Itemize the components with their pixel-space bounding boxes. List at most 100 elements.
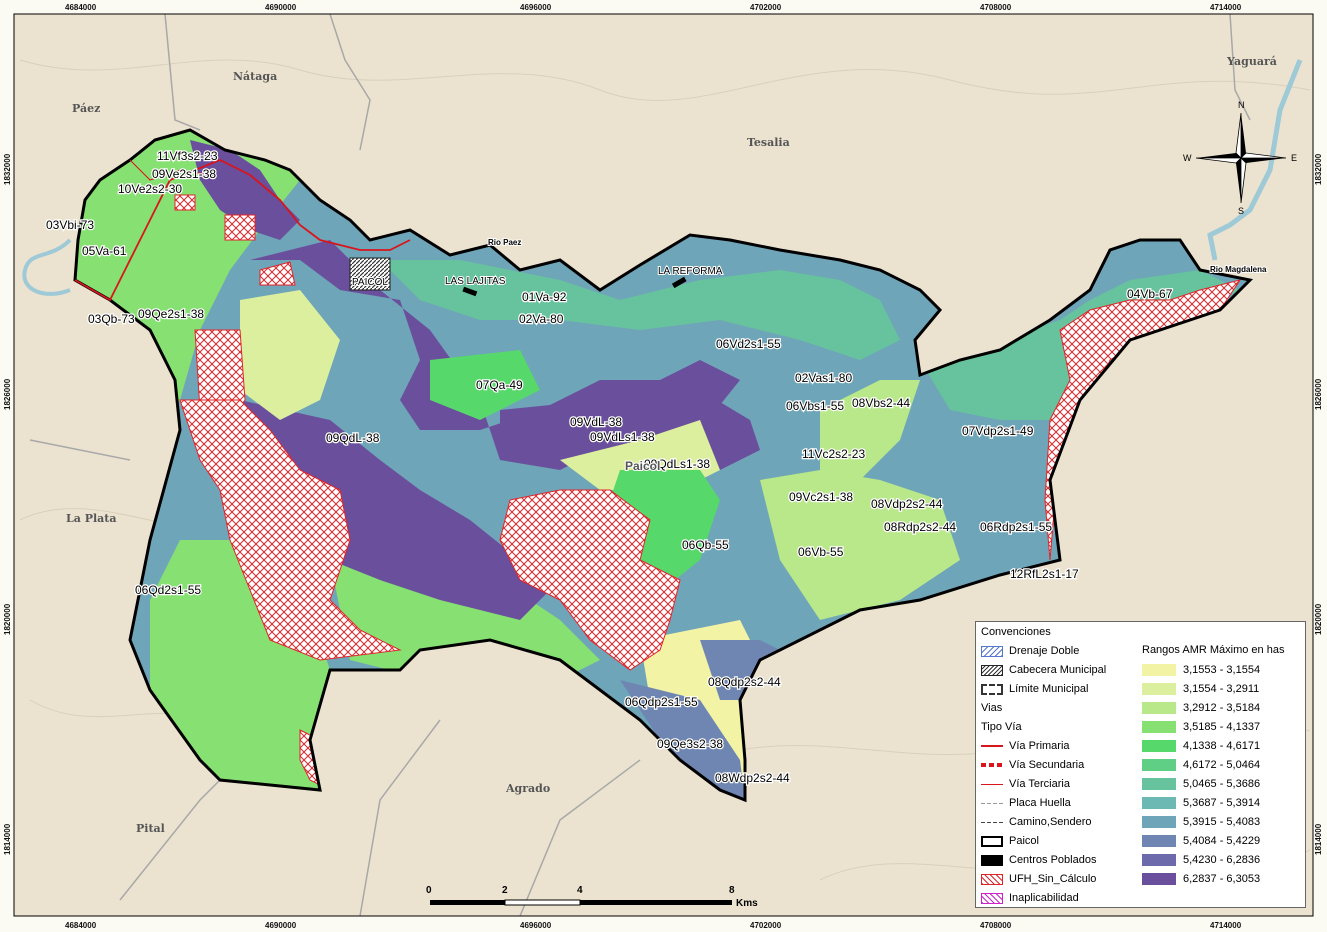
ufh-label: 02Va-80 bbox=[519, 312, 564, 326]
legend-range-swatch bbox=[1142, 721, 1176, 733]
coord-bottom-4: 4708000 bbox=[980, 921, 1012, 930]
zone-lightgreen-west bbox=[240, 290, 340, 420]
legend-swatch-via-secundaria bbox=[981, 763, 1003, 767]
legend-item-paicol: Paicol bbox=[981, 834, 1039, 848]
coord-right-1: 1826000 bbox=[1314, 378, 1323, 410]
primary-road bbox=[74, 159, 411, 302]
legend-item-via-terciaria: Vía Terciaria bbox=[981, 777, 1070, 791]
coord-bottom-0: 4684000 bbox=[65, 921, 97, 930]
zone-blue-south-2 bbox=[620, 680, 745, 800]
compass-n: N bbox=[1238, 100, 1245, 110]
ufh-label: 09Ve2s1-38 bbox=[152, 167, 216, 181]
ufh-label: 07Vdp2s1-49 bbox=[962, 424, 1034, 438]
coord-right-0: 1832000 bbox=[1314, 153, 1323, 185]
coord-bottom-2: 4696000 bbox=[520, 921, 552, 930]
scale-unit: Kms bbox=[736, 898, 758, 909]
legend-panel: Convenciones Drenaje Doble Cabecera Muni… bbox=[975, 621, 1306, 908]
ufh-no-calc-2 bbox=[179, 399, 402, 661]
legend-label-via-secundaria: Vía Secundaria bbox=[1009, 759, 1085, 771]
legend-item-tipo-via: Tipo Vía bbox=[981, 720, 1022, 734]
legend-swatch-drenaje bbox=[981, 645, 1003, 657]
legend-swatch-paicol bbox=[981, 835, 1003, 847]
zone-bright-green bbox=[430, 350, 540, 420]
legend-range-swatch bbox=[1142, 702, 1176, 714]
coord-top-5: 4714000 bbox=[1210, 3, 1242, 12]
place-label-las-lajitas: LAS LAJITAS bbox=[445, 276, 506, 287]
neighbor-1: Páez bbox=[72, 102, 100, 115]
coord-top-2: 4696000 bbox=[520, 3, 552, 12]
legend-title: Convenciones bbox=[981, 626, 1051, 638]
place-label-paicol: PAICOL bbox=[352, 277, 388, 288]
legend-swatch-via-primaria bbox=[981, 745, 1003, 747]
legend-range-item: 3,5185 - 4,1337 bbox=[1142, 720, 1260, 734]
compass-west-needle bbox=[1196, 153, 1241, 158]
legend-item-via-primaria: Vía Primaria bbox=[981, 739, 1070, 753]
compass-north-needle bbox=[1241, 113, 1246, 158]
legend-swatch-ufh-sin-calculo bbox=[981, 873, 1003, 885]
scale-tick-0: 0 bbox=[426, 885, 432, 896]
legend-label-paicol: Paicol bbox=[1009, 835, 1039, 847]
legend-range-label: 6,2837 - 6,3053 bbox=[1183, 873, 1261, 885]
legend-swatch-limite bbox=[981, 683, 1003, 695]
ufh-label: 11Vf3s2-23 bbox=[157, 149, 218, 163]
legend-range-label: 3,1553 - 3,1554 bbox=[1183, 664, 1261, 676]
scale-tick-2: 2 bbox=[502, 885, 508, 896]
zone-purple-northwest bbox=[190, 140, 300, 240]
ufh-label: 03Vbi-73 bbox=[46, 218, 94, 232]
ufh-no-calc-7 bbox=[259, 261, 296, 286]
ufh-label: 06Vbs1-55 bbox=[786, 399, 844, 413]
legend-range-swatch bbox=[1142, 854, 1176, 866]
scale-tick-4: 4 bbox=[577, 885, 583, 896]
ufh-label: 03Qb-73 bbox=[88, 312, 135, 326]
ufh-label: 09Vc2s1-38 bbox=[789, 490, 853, 504]
ufh-no-calc-6 bbox=[224, 214, 256, 241]
compass-west-needle-light bbox=[1195, 157, 1242, 164]
map-frame-border bbox=[13, 13, 1314, 917]
legend-label-centros-poblados: Centros Poblados bbox=[1009, 854, 1097, 866]
legend-range-item: 5,3687 - 5,3914 bbox=[1142, 796, 1260, 810]
ufh-label: 09QdLs1-38 bbox=[644, 457, 710, 471]
neighbor-2: Tesalia bbox=[747, 136, 790, 149]
ufh-label: 09VdL-38 bbox=[570, 415, 622, 429]
paicol-boundary bbox=[73, 128, 1254, 803]
legend-label-via-terciaria: Vía Terciaria bbox=[1009, 778, 1070, 790]
legend-label-camino: Camino,Sendero bbox=[1009, 816, 1092, 828]
ufh-label: 06Vb-55 bbox=[798, 545, 844, 559]
ufh-label: 06Rdp2s1-55 bbox=[980, 520, 1052, 534]
ufh-label: 02Vas1-80 bbox=[795, 371, 852, 385]
scale-seg-3 bbox=[580, 900, 732, 905]
legend-item-drenaje: Drenaje Doble bbox=[981, 644, 1079, 658]
coord-bottom-5: 4714000 bbox=[1210, 921, 1242, 930]
ufh-label: 09Qe3s2-38 bbox=[657, 737, 723, 751]
neighbor-3: Yaguará bbox=[1226, 55, 1277, 68]
legend-label-ufh-sin-calculo: UFH_Sin_Cálculo bbox=[1009, 873, 1097, 885]
legend-item-placa-huella: Placa Huella bbox=[981, 796, 1071, 810]
legend-label-drenaje: Drenaje Doble bbox=[1009, 645, 1080, 657]
ufh-label: 06Qb-55 bbox=[682, 538, 729, 552]
ufh-label: 10Ve2s2-30 bbox=[118, 182, 182, 196]
legend-range-item: 3,2912 - 3,5184 bbox=[1142, 701, 1260, 715]
legend-item-camino: Camino,Sendero bbox=[981, 815, 1092, 829]
town-las-lajitas bbox=[462, 286, 478, 297]
ufh-label: 01Va-92 bbox=[522, 290, 567, 304]
legend-range-label: 5,4230 - 6,2836 bbox=[1183, 854, 1261, 866]
legend-range-item: 5,4084 - 5,4229 bbox=[1142, 834, 1260, 848]
town-la-reforma bbox=[671, 276, 687, 289]
zone-purple-center bbox=[240, 400, 580, 620]
legend-range-swatch bbox=[1142, 683, 1176, 695]
legend-range-label: 3,1554 - 3,2911 bbox=[1183, 683, 1260, 695]
regional-boundaries bbox=[29, 14, 1251, 916]
ufh-no-calc-4 bbox=[1044, 279, 1242, 561]
ufh-label: 09VdLs1-38 bbox=[590, 430, 655, 444]
legend-range-swatch bbox=[1142, 873, 1176, 885]
legend-range-item: 3,1553 - 3,1554 bbox=[1142, 663, 1260, 677]
legend-range-item: 3,1554 - 3,2911 bbox=[1142, 682, 1259, 696]
legend-range-swatch bbox=[1142, 797, 1176, 809]
legend-range-label: 5,3687 - 5,3914 bbox=[1183, 797, 1261, 809]
compass-east-needle-light bbox=[1240, 152, 1287, 159]
legend-range-label: 5,0465 - 5,3686 bbox=[1183, 778, 1261, 790]
legend-range-swatch bbox=[1142, 778, 1176, 790]
neighbor-0: Nátaga bbox=[233, 70, 277, 83]
compass-south-needle bbox=[1236, 158, 1241, 203]
